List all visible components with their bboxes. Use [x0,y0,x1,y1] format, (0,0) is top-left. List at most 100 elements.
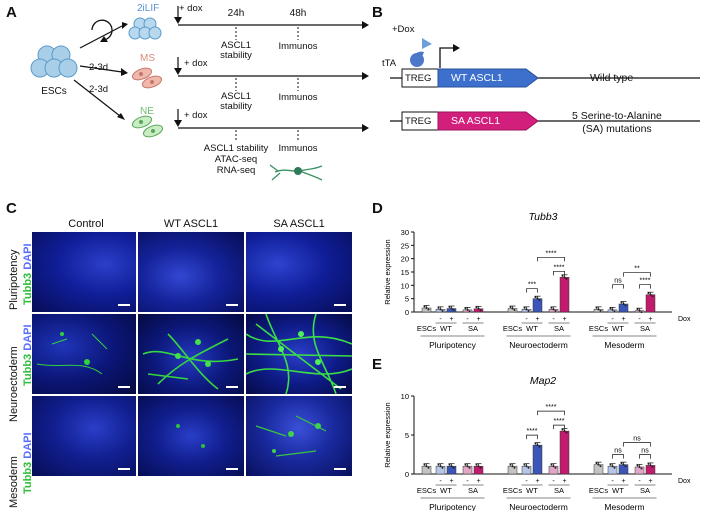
data-point [479,466,482,469]
data-point [563,276,566,279]
dox-sign: + [648,478,652,485]
data-point [609,463,612,466]
bar-pluripotency-escs [421,465,432,475]
data-point [452,466,455,469]
bar-neuroectoderm-sa-plus [559,430,570,475]
group-label: Neuroectoderm [509,340,568,350]
significance-label: **** [546,250,557,257]
dox-sign: - [552,478,555,485]
data-point [640,311,643,314]
row3-48h-assay: Immunos [278,143,318,154]
subgroup-label-wt: WT [612,486,624,495]
bar-mesoderm-wt-plus [618,303,629,313]
signal-overlay-meso-sa [255,415,327,457]
data-point [649,464,652,467]
micrograph-pluri-wt [138,232,244,312]
dox-sign: - [525,316,528,323]
panel-b-drawing [390,38,700,131]
data-point [423,305,426,308]
bar-pluripotency-wt-minus [435,465,446,475]
data-point [595,306,598,309]
data-point [509,463,512,466]
chart-title: Map2 [530,375,556,387]
dox-sign: - [439,478,442,485]
group-label: Pluripotency [429,340,477,350]
data-point [464,463,467,466]
significance-label: *** [528,282,536,289]
data-point [464,307,467,310]
dox-sign: - [466,316,469,323]
significance-bracket [623,442,651,447]
signal-overlay-meso-wt [176,424,205,448]
dox-sign: + [621,316,625,323]
escs-label: ESCs [41,86,67,97]
data-point [523,306,526,309]
data-point [565,277,568,280]
data-point [468,466,471,469]
panel-label-e: E [372,356,383,373]
escs-cells-icon [30,45,78,78]
bar-mesoderm-wt-minus [607,465,618,475]
row2-48h-assay: Immunos [278,92,318,103]
neurite-overlay-control [36,332,108,375]
data-point [523,463,526,466]
y-tick-label: 5 [405,295,409,304]
timepoint-48h: 48h [289,8,307,19]
condition-ms: MS [140,53,155,64]
timepoint-24h: 24h [227,8,245,19]
wild-type-label: Wild type [590,72,634,84]
data-point [647,462,650,465]
data-point [550,306,553,309]
data-point [536,297,539,300]
bar-mesoderm-escs [593,464,604,475]
dox-sign: + [476,478,480,485]
ms-cells-icon [131,67,163,89]
dox-sign: + [535,478,539,485]
data-point [437,306,440,309]
data-point [636,464,639,467]
col-header-sa: SA ASCL1 [273,218,325,230]
dox-sign: + [648,316,652,323]
data-point [448,463,451,466]
data-point [611,308,614,311]
micrograph-neuro-wt [138,314,244,394]
data-point [525,465,528,468]
micrograph-pluri-sa [246,232,352,312]
data-point [475,463,478,466]
row2-24h-assay: ASCL1 stability [220,91,252,112]
data-point [563,430,566,433]
data-point [439,308,442,311]
micrograph-meso-wt [138,396,244,476]
data-point [611,465,614,468]
ne-cells-icon [131,115,164,138]
data-point [620,301,623,304]
micrograph-meso-sa [246,396,352,476]
data-point [477,465,480,468]
subgroup-label-sa: SA [468,324,478,333]
data-point [477,307,480,310]
bar-pluripotency-wt-plus [446,465,457,475]
row-label-mesoderm: Mesoderm [8,456,20,508]
data-point [525,308,528,311]
significance-bracket [537,410,565,416]
subgroup-label-wt: WT [612,324,624,333]
data-point [466,308,469,311]
data-point [439,465,442,468]
bar-neuroectoderm-wt-plus [532,444,543,475]
data-point [651,295,654,298]
dox-sign: + [449,316,453,323]
data-point [441,309,444,312]
bar-neuroectoderm-wt-plus [532,298,543,313]
subgroup-label-escs: ESCs [503,486,522,495]
subgroup-label-wt: WT [440,486,452,495]
significance-label: **** [527,428,538,435]
dox-axis-label: Dox [678,478,691,485]
data-point [479,309,482,312]
bar-mesoderm-sa-plus [645,465,656,475]
subgroup-label-escs: ESCs [503,324,522,333]
row1-48h-assay: Immunos [278,41,318,52]
data-point [597,463,600,466]
bar-mesoderm-sa-minus [634,466,645,475]
dox-sign: - [611,316,614,323]
significance-bracket [639,284,651,289]
